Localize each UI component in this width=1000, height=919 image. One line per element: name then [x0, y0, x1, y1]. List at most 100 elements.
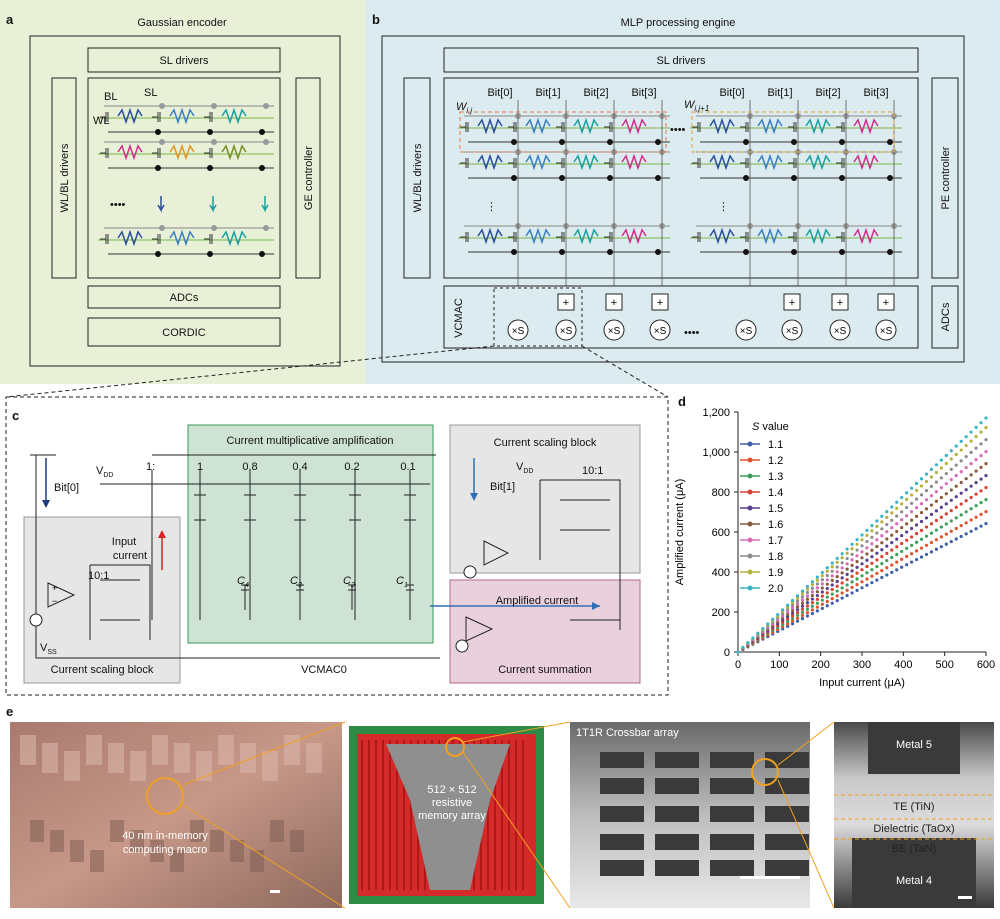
data-point [880, 527, 884, 531]
data-point [959, 513, 963, 517]
data-point [934, 480, 939, 484]
data-point [855, 548, 859, 552]
data-point [895, 529, 899, 534]
data-point [840, 561, 844, 565]
data-point [919, 510, 924, 515]
data-point [974, 446, 978, 450]
data-point [969, 518, 973, 522]
data-point [820, 582, 824, 586]
encoder-wlbl-drivers-label: WL/BL drivers [59, 143, 71, 212]
data-point [850, 563, 854, 567]
transistor [100, 112, 109, 122]
resistor [117, 229, 143, 247]
bl-node [511, 139, 517, 145]
data-point [865, 577, 869, 581]
data-point [895, 560, 899, 564]
chip-block [64, 751, 80, 781]
data-point [954, 537, 958, 541]
data-point [805, 587, 810, 591]
transistor [692, 158, 701, 168]
chip-block [250, 850, 264, 872]
bl-node [839, 139, 845, 145]
data-point [855, 554, 859, 558]
pe-controller-box [931, 77, 959, 279]
sem-cell [600, 806, 644, 822]
data-point [919, 546, 924, 550]
data-point [974, 425, 978, 429]
resistor [757, 117, 783, 135]
data-point [845, 593, 849, 598]
data-point [979, 477, 983, 481]
panel-label-d: d [678, 394, 686, 409]
sl-label: SL [144, 87, 157, 99]
cell-highlight-circle [751, 758, 779, 786]
chip-block [42, 743, 58, 773]
data-point [815, 582, 819, 586]
transistor [152, 148, 161, 158]
bl-node [207, 129, 213, 135]
data-point [885, 537, 889, 541]
mlp-crossbar: ⋮⋮ [458, 113, 902, 255]
current-mult-amp-label: Current multiplicative amplification [227, 435, 394, 447]
bl-node [559, 175, 565, 181]
data-point [959, 524, 963, 528]
macro-highlight-circle [146, 777, 184, 815]
data-point [845, 578, 849, 582]
data-point [751, 636, 755, 640]
resistor [169, 229, 195, 247]
data-point [835, 589, 839, 593]
data-point [910, 518, 914, 522]
resistor [757, 227, 783, 245]
data-point [954, 444, 958, 448]
sl-node [159, 139, 165, 145]
data-point [850, 552, 854, 556]
data-point [875, 544, 879, 549]
chip-block [86, 735, 102, 765]
tem-lines [834, 794, 994, 840]
cordic-box [87, 317, 281, 347]
chip-block [70, 840, 84, 862]
data-point [905, 538, 909, 542]
data-point [805, 584, 810, 589]
bl-node [607, 249, 613, 255]
data-point [860, 568, 864, 572]
data-point [905, 530, 909, 534]
data-point [919, 555, 924, 559]
data-point [949, 509, 953, 513]
data-point [790, 606, 795, 610]
x-tick-label: 400 [894, 659, 912, 671]
data-point [900, 518, 904, 522]
transistor [460, 232, 469, 242]
sem-cell [710, 860, 754, 876]
panel-label-a: a [6, 12, 14, 27]
data-point [944, 542, 948, 546]
bl-node [511, 175, 517, 181]
ge-controller-box [295, 77, 321, 279]
data-point [795, 610, 800, 615]
data-point [900, 495, 904, 500]
data-point [786, 615, 790, 619]
transistor [692, 232, 701, 242]
chip-block [306, 743, 322, 773]
wire [294, 494, 306, 521]
sl-node [263, 225, 269, 231]
data-point [845, 583, 849, 587]
data-point [830, 587, 834, 592]
bl-node [559, 139, 565, 145]
bl-node [259, 251, 265, 257]
current-scaling-block-left-label: Current scaling block [51, 664, 154, 676]
transistor [152, 234, 161, 244]
multiplier-unit [649, 319, 671, 341]
sem-cell [710, 834, 754, 850]
data-point [830, 601, 834, 605]
data-point [800, 610, 805, 614]
data-point [939, 515, 943, 519]
sl-node [263, 103, 269, 109]
mlp-wlbl-drivers-label: WL/BL drivers [412, 143, 424, 212]
data-point [914, 549, 919, 553]
legend-label: 1.7 [768, 535, 783, 547]
data-point [964, 499, 968, 503]
transistor [604, 158, 613, 168]
